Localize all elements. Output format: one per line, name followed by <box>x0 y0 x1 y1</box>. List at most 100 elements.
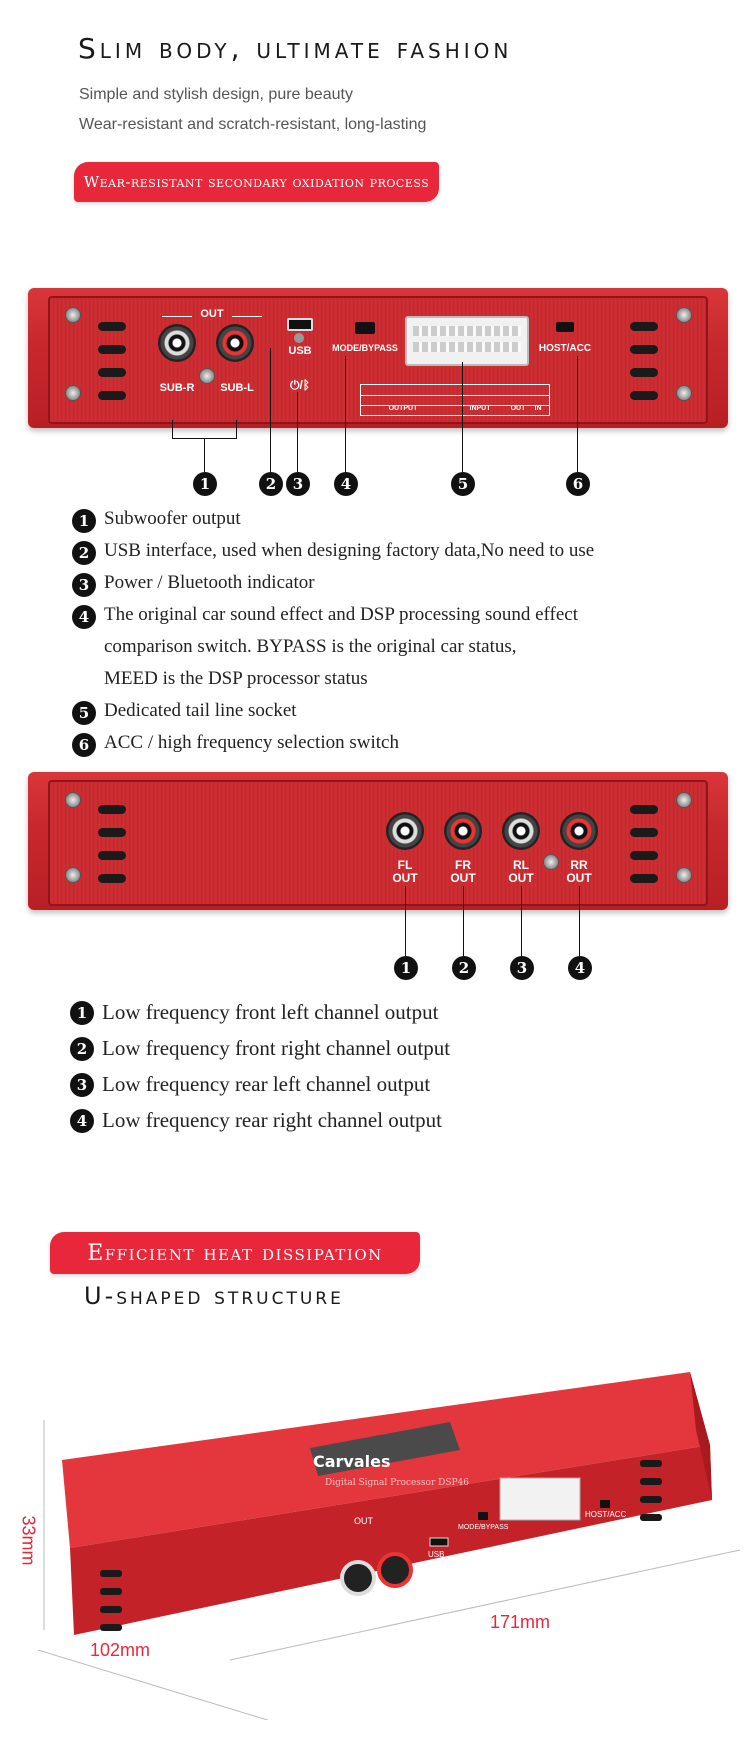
sub-l-rca-jack[interactable] <box>216 324 254 362</box>
rl-out-label: OUT <box>508 871 534 885</box>
usb-port-icon[interactable] <box>287 318 313 331</box>
height-dimension-text: 33mm <box>18 1514 39 1566</box>
vent-slot <box>630 805 658 814</box>
sub-l-label-3d: SUB-L <box>380 1588 408 1598</box>
sub-l-label: SUB-L <box>220 382 254 394</box>
callout-line <box>577 356 578 472</box>
list-number: 6 <box>72 733 96 757</box>
callout-line <box>579 886 580 956</box>
sub-r-rca-jack[interactable] <box>158 324 196 362</box>
depth-dim-line <box>37 1649 269 1720</box>
depth-dimension: 102mm <box>90 1640 151 1660</box>
vent-slot <box>630 368 658 377</box>
callout-line <box>172 420 173 438</box>
vent-slot <box>98 828 126 837</box>
device-rear-panel <box>28 772 728 910</box>
list-number: 5 <box>72 701 96 725</box>
model-name: Digital Signal Processor DSP46 <box>325 1478 470 1488</box>
fr-out-label: OUT <box>450 871 476 885</box>
list-item: MEED is the DSP processor status <box>72 668 732 700</box>
list-number: 1 <box>72 509 96 533</box>
vent-slot <box>98 322 126 331</box>
screw-icon <box>676 307 692 323</box>
indicator-led <box>294 333 304 343</box>
screw-icon <box>676 867 692 883</box>
list-item: comparison switch. BYPASS is the origina… <box>72 636 732 668</box>
fr-out-rca-jack[interactable] <box>444 812 482 850</box>
vent-slot <box>98 345 126 354</box>
vent-slot <box>630 874 658 883</box>
vent-slot <box>630 828 658 837</box>
grid-output-label: OUTPUT <box>388 405 418 412</box>
sub-r-label-3d: SUB-R <box>340 1595 369 1605</box>
fl-out-rca-jack[interactable] <box>386 812 424 850</box>
rl-out-rca-jack[interactable] <box>502 812 540 850</box>
callout-line <box>345 356 346 472</box>
list-text: The original car sound effect and DSP pr… <box>104 604 578 625</box>
list-text: Low frequency front right channel output <box>102 1036 451 1060</box>
vent-slot <box>630 322 658 331</box>
list-text: comparison switch. BYPASS is the origina… <box>104 636 517 657</box>
callout-4: 4 <box>334 472 358 496</box>
fr-label: FR <box>455 858 471 872</box>
mode-switch[interactable] <box>355 322 375 334</box>
list-text: Low frequency front left channel output <box>102 1000 439 1024</box>
tail-socket-3d <box>499 1477 581 1521</box>
mode-switch-3d <box>478 1512 488 1520</box>
host-acc-switch[interactable] <box>556 322 574 332</box>
section-title: Slim body, ultimate fashion <box>78 32 513 65</box>
rr-out-rca-jack[interactable] <box>560 812 598 850</box>
section3-title: U-shaped structure <box>84 1282 344 1310</box>
host-switch-3d <box>600 1500 610 1508</box>
heat-dissipation-ribbon: Efficient heat dissipation <box>50 1232 420 1274</box>
list-number: 4 <box>72 605 96 629</box>
out-bracket-left <box>162 316 192 317</box>
list-number: 3 <box>72 573 96 597</box>
power-bluetooth-label: ⏻/ᛒ <box>289 378 311 392</box>
screw-icon <box>65 385 81 401</box>
list-item: 4 The original car sound effect and DSP p… <box>72 604 732 636</box>
fl-out-label: OUT <box>392 871 418 885</box>
callout-2: 2 <box>452 956 476 980</box>
list-text: Power / Bluetooth indicator <box>104 572 315 593</box>
mode-label-3d: MODE/BYPASS <box>458 1524 509 1531</box>
oxidation-ribbon: Wear-resistant secondary oxidation proce… <box>74 162 439 202</box>
brand-name: Carvales <box>313 1452 391 1471</box>
out-bracket-right <box>232 316 262 317</box>
oxidation-ribbon-text: Wear-resistant secondary oxidation proce… <box>83 173 430 191</box>
tail-line-socket[interactable] <box>405 316 529 366</box>
list-number: 3 <box>70 1073 94 1097</box>
usb-label-3d: USB <box>428 1550 445 1559</box>
vent-slot <box>630 391 658 400</box>
sub-r-label: SUB-R <box>159 382 195 394</box>
callout-line <box>462 362 463 472</box>
vent-slot <box>98 391 126 400</box>
width-dim-line <box>229 1549 741 1661</box>
callout-line <box>270 348 271 472</box>
out-label: OUT <box>200 308 224 320</box>
grid-out-label: OUT <box>510 405 526 412</box>
callout-1: 1 <box>394 956 418 980</box>
callout-4: 4 <box>568 956 592 980</box>
device-front-panel <box>28 288 728 428</box>
front-panel-face <box>48 296 708 424</box>
pin-grid <box>360 384 550 416</box>
vent-slot <box>98 368 126 377</box>
usb-port-3d <box>429 1537 449 1547</box>
callout-line <box>204 438 205 472</box>
callout-5: 5 <box>451 472 475 496</box>
callout-1: 1 <box>193 472 217 496</box>
vent-slot <box>630 345 658 354</box>
callout-line <box>297 392 298 472</box>
mode-bypass-label: MODE/BYPASS <box>332 343 398 353</box>
device-3d-illustration <box>37 1372 741 1720</box>
height-dimension: 33mm <box>8 1500 48 1580</box>
list-number: 2 <box>70 1037 94 1061</box>
callout-6: 6 <box>566 472 590 496</box>
